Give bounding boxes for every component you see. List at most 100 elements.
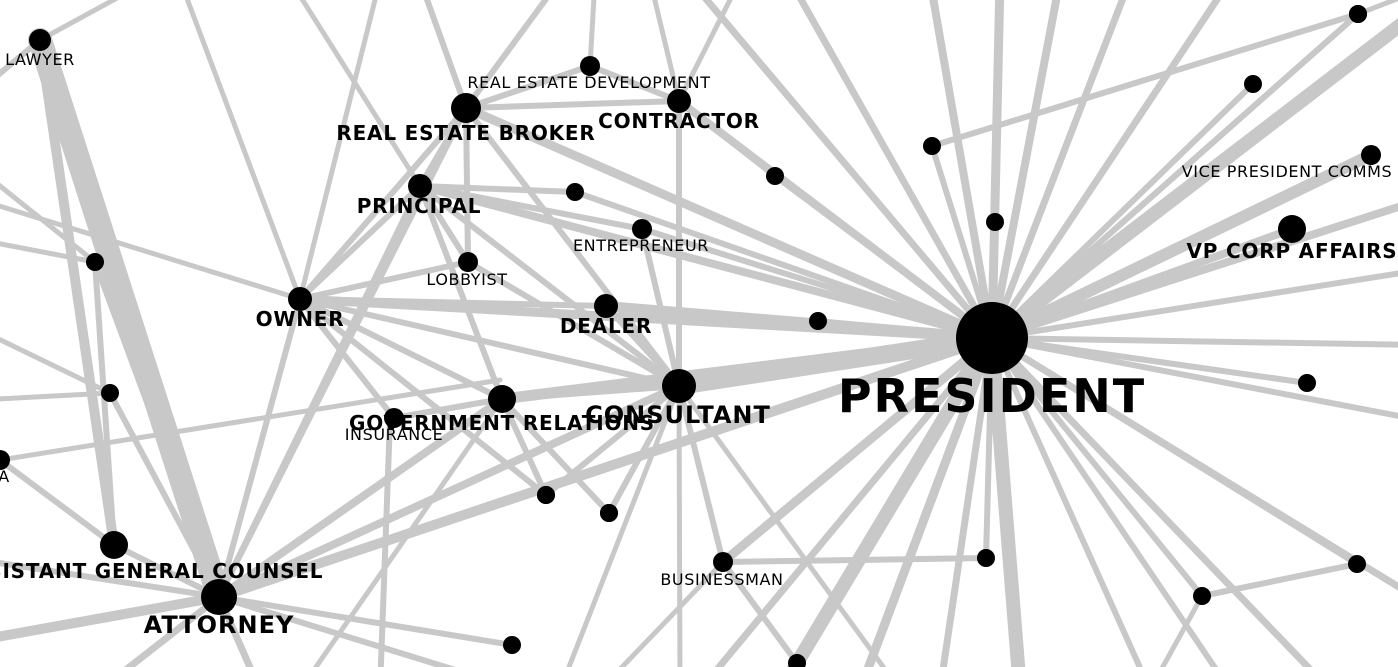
node-entrepreneur[interactable] [632,219,652,239]
edge-consultant-entrepreneur [639,226,682,389]
node-label-gov-rel: GOVERNMENT RELATIONS [349,411,655,435]
edge-owner-gov_rel [297,296,505,402]
edge-re_broker-re_dev [463,63,593,111]
node-contractor[interactable] [667,89,691,113]
edge-asst_gc-u14 [92,259,117,548]
node-label-vp-comms: VICE PRESIDENT COMMS [1182,162,1393,181]
node-edge-a[interactable] [0,450,10,470]
node-label-lobbyist: LOBBYIST [426,270,507,289]
nodes-layer [0,5,1381,667]
node-u6[interactable] [809,312,827,330]
edge-president-vp_comms [986,149,1377,344]
node-vp-corp[interactable] [1278,215,1306,243]
edge-re_broker-principal [417,105,469,189]
edge-president-u4 [772,173,995,341]
edge-gov_rel-insurance [391,396,505,421]
edge-owner-re_broker [297,105,469,302]
labels-layer: PRESIDENTCONSULTANTATTORNEYASSISTANT GEN… [0,50,1397,639]
node-re-broker[interactable] [451,93,481,123]
edge-owner-principal [297,183,423,302]
edge-president-businessman [718,333,997,567]
node-u10[interactable] [977,549,995,567]
node-asst-gc[interactable] [100,531,128,559]
edge-gov_rel-u19 [499,396,549,498]
edges-layer [0,11,1377,667]
node-president[interactable] [956,302,1028,374]
node-re-dev[interactable] [580,56,600,76]
node-label-entrepreneur: ENTREPRENEUR [573,236,709,255]
edge-principal-entrepreneur [417,183,645,232]
edge-consultant-gov_rel [499,383,682,402]
node-label-principal: PRINCIPAL [357,194,482,218]
edge-attorney-consultant [215,382,683,601]
edge-asst_gc-edge_a [0,457,117,548]
node-u4[interactable] [766,167,784,185]
node-u19[interactable] [537,486,555,504]
node-u11[interactable] [1193,587,1211,605]
edge-lawyer-asst_gc [35,35,119,550]
node-owner[interactable] [288,287,312,311]
edge-gov_rel-u20 [499,396,612,516]
edge-u13-u1 [929,11,1361,149]
node-gov-rel[interactable] [488,385,516,413]
node-label-president: PRESIDENT [838,369,1146,423]
edge-attorney-asst_gc [111,542,222,600]
edge-u9-u11 [1199,561,1360,599]
edge-owner-lobbyist [297,259,471,302]
edge-attorney-u14 [92,259,222,600]
edge-attorney-owner [216,296,303,600]
node-label-lawyer: LAWYER [5,50,75,69]
edge-lawyer-attorney [28,28,231,609]
node-label-contractor: CONTRACTOR [598,109,760,133]
node-u2[interactable] [986,213,1004,231]
node-label-insurance: INSURANCE [345,425,444,444]
node-u14[interactable] [86,253,104,271]
node-label-vp-corp: VP CORP AFFAIRS [1186,239,1397,263]
node-attorney[interactable] [201,579,237,615]
node-insurance[interactable] [384,408,404,428]
node-label-attorney: ATTORNEY [144,611,295,639]
node-vp-comms[interactable] [1361,145,1381,165]
edge-consultant-businessman [676,383,726,565]
node-businessman[interactable] [713,552,733,572]
node-dealer[interactable] [594,294,618,318]
edge-president-principal [416,182,996,342]
node-u12[interactable] [788,654,806,667]
node-label-dealer: DEALER [560,314,652,338]
edge-consultant-dealer [603,303,682,389]
node-label-owner: OWNER [256,307,345,331]
edge-consultant-lobbyist [465,259,682,389]
edge-owner-u19 [297,296,549,498]
edge-president-u11 [989,335,1205,599]
edge-attorney-gov_rel [215,395,506,601]
edge-owner-dealer [297,296,609,309]
edge-consultant-owner [297,296,682,389]
node-lawyer[interactable] [29,29,51,51]
node-consultant[interactable] [662,369,696,403]
node-u16[interactable] [503,636,521,654]
node-label-consultant: CONSULTANT [585,401,771,429]
node-u9[interactable] [1348,555,1366,573]
node-label-re-broker: REAL ESTATE BROKER [336,121,595,145]
node-u1[interactable] [923,137,941,155]
node-label-businessman: BUSINESSMAN [660,570,783,589]
node-u7[interactable] [1298,374,1316,392]
node-u20[interactable] [600,504,618,522]
node-u13[interactable] [1349,5,1367,23]
edge-president-re_broker [461,103,997,343]
edge-president-gov_rel [496,332,998,405]
node-u3[interactable] [1244,75,1262,93]
edge-principal-u5 [417,183,578,195]
node-principal[interactable] [408,174,432,198]
edge-contractor-re_dev [587,63,682,104]
node-lobbyist[interactable] [458,252,478,272]
edge-consultant-u18 [543,383,682,498]
edge-consultant-u17 [606,383,682,516]
edge-consultant-principal [417,183,682,389]
node-u15[interactable] [101,384,119,402]
edge-president-u5 [572,189,995,341]
edge-president-attorney [214,333,997,602]
node-u5[interactable] [566,183,584,201]
